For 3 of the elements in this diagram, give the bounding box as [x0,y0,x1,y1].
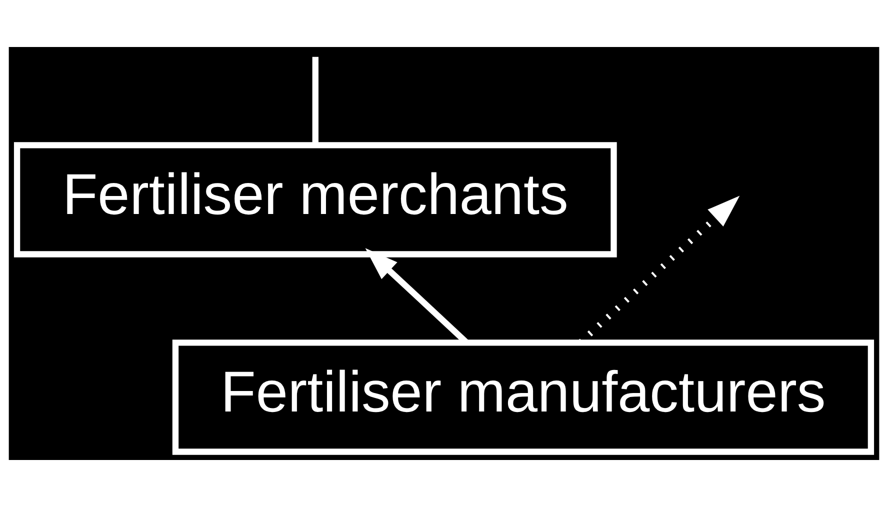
node-box: Fertiliser manufacturers [172,339,874,454]
node-box: Fertiliser merchants [14,142,617,257]
connector [312,56,318,145]
